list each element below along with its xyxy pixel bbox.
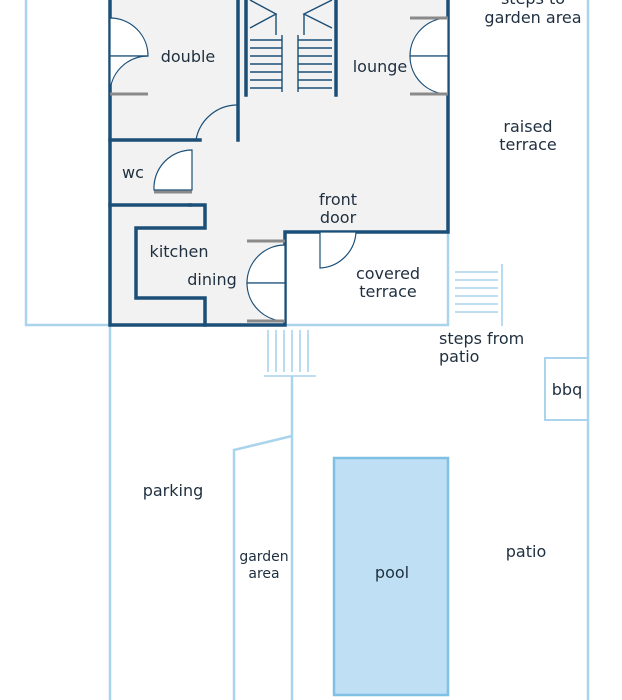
door-wc [153,149,193,191]
door-front [319,231,357,269]
label-steps-from-patio-2: patio [439,347,479,366]
pool-shape [332,456,450,697]
label-front-door-1: front [319,190,357,209]
label-covered-terrace-2: terrace [359,282,416,301]
doors [109,16,449,323]
label-raised-terrace-2: terrace [499,135,556,154]
wall-kitchen [134,203,207,327]
label-bbq: bbq [552,380,582,399]
label-raised-terrace-1: raised [503,117,552,136]
steps-to-parking-shape [264,330,316,377]
room-labels: steps to garden area double lounge raise… [122,0,582,582]
door-double-lower [109,55,149,95]
label-double: double [161,47,216,66]
door-double-inner [195,104,239,141]
label-patio: patio [506,542,546,561]
label-garden-area-1: garden [239,549,288,565]
label-steps-from-patio-1: steps from [439,329,524,348]
house-floor [110,0,448,325]
label-dining: dining [187,270,236,289]
staircase [249,0,333,92]
label-steps-to-garden-1: steps to [501,0,565,8]
garden-area-outline [232,434,293,700]
label-wc: wc [122,163,144,182]
label-steps-to-garden-2: garden area [484,8,581,27]
label-front-door-2: door [320,208,357,227]
label-lounge: lounge [353,57,408,76]
label-kitchen: kitchen [150,242,209,261]
label-parking: parking [143,481,204,500]
bbq-outline [544,357,589,421]
left-terrace-outline [24,0,110,327]
label-covered-terrace-1: covered [356,264,420,283]
steps-from-patio-shape [455,264,503,326]
label-pool: pool [375,563,409,582]
label-garden-area-2: area [248,566,279,582]
